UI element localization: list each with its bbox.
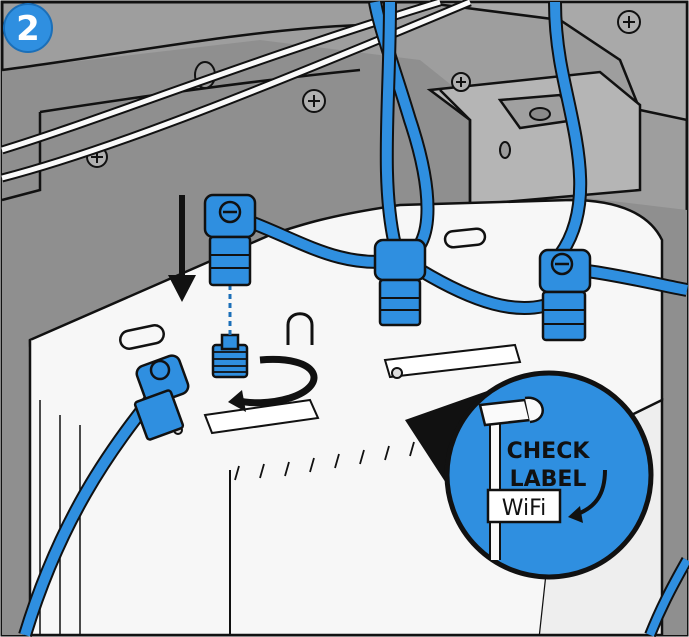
connector-attached xyxy=(375,240,425,325)
callout-line-1: CHECK xyxy=(507,439,591,464)
connector-attached xyxy=(540,250,590,340)
step-number: 2 xyxy=(16,9,40,49)
connector-held xyxy=(205,195,255,285)
screw-icon xyxy=(618,11,640,33)
wifi-label-text: WiFi xyxy=(502,496,547,521)
step-badge: 2 xyxy=(4,4,52,52)
screw-icon xyxy=(303,90,325,112)
callout-line-2: LABEL xyxy=(510,467,587,492)
screw-icon xyxy=(452,73,470,91)
label-callout: WiFi CHECK LABEL xyxy=(447,373,651,577)
